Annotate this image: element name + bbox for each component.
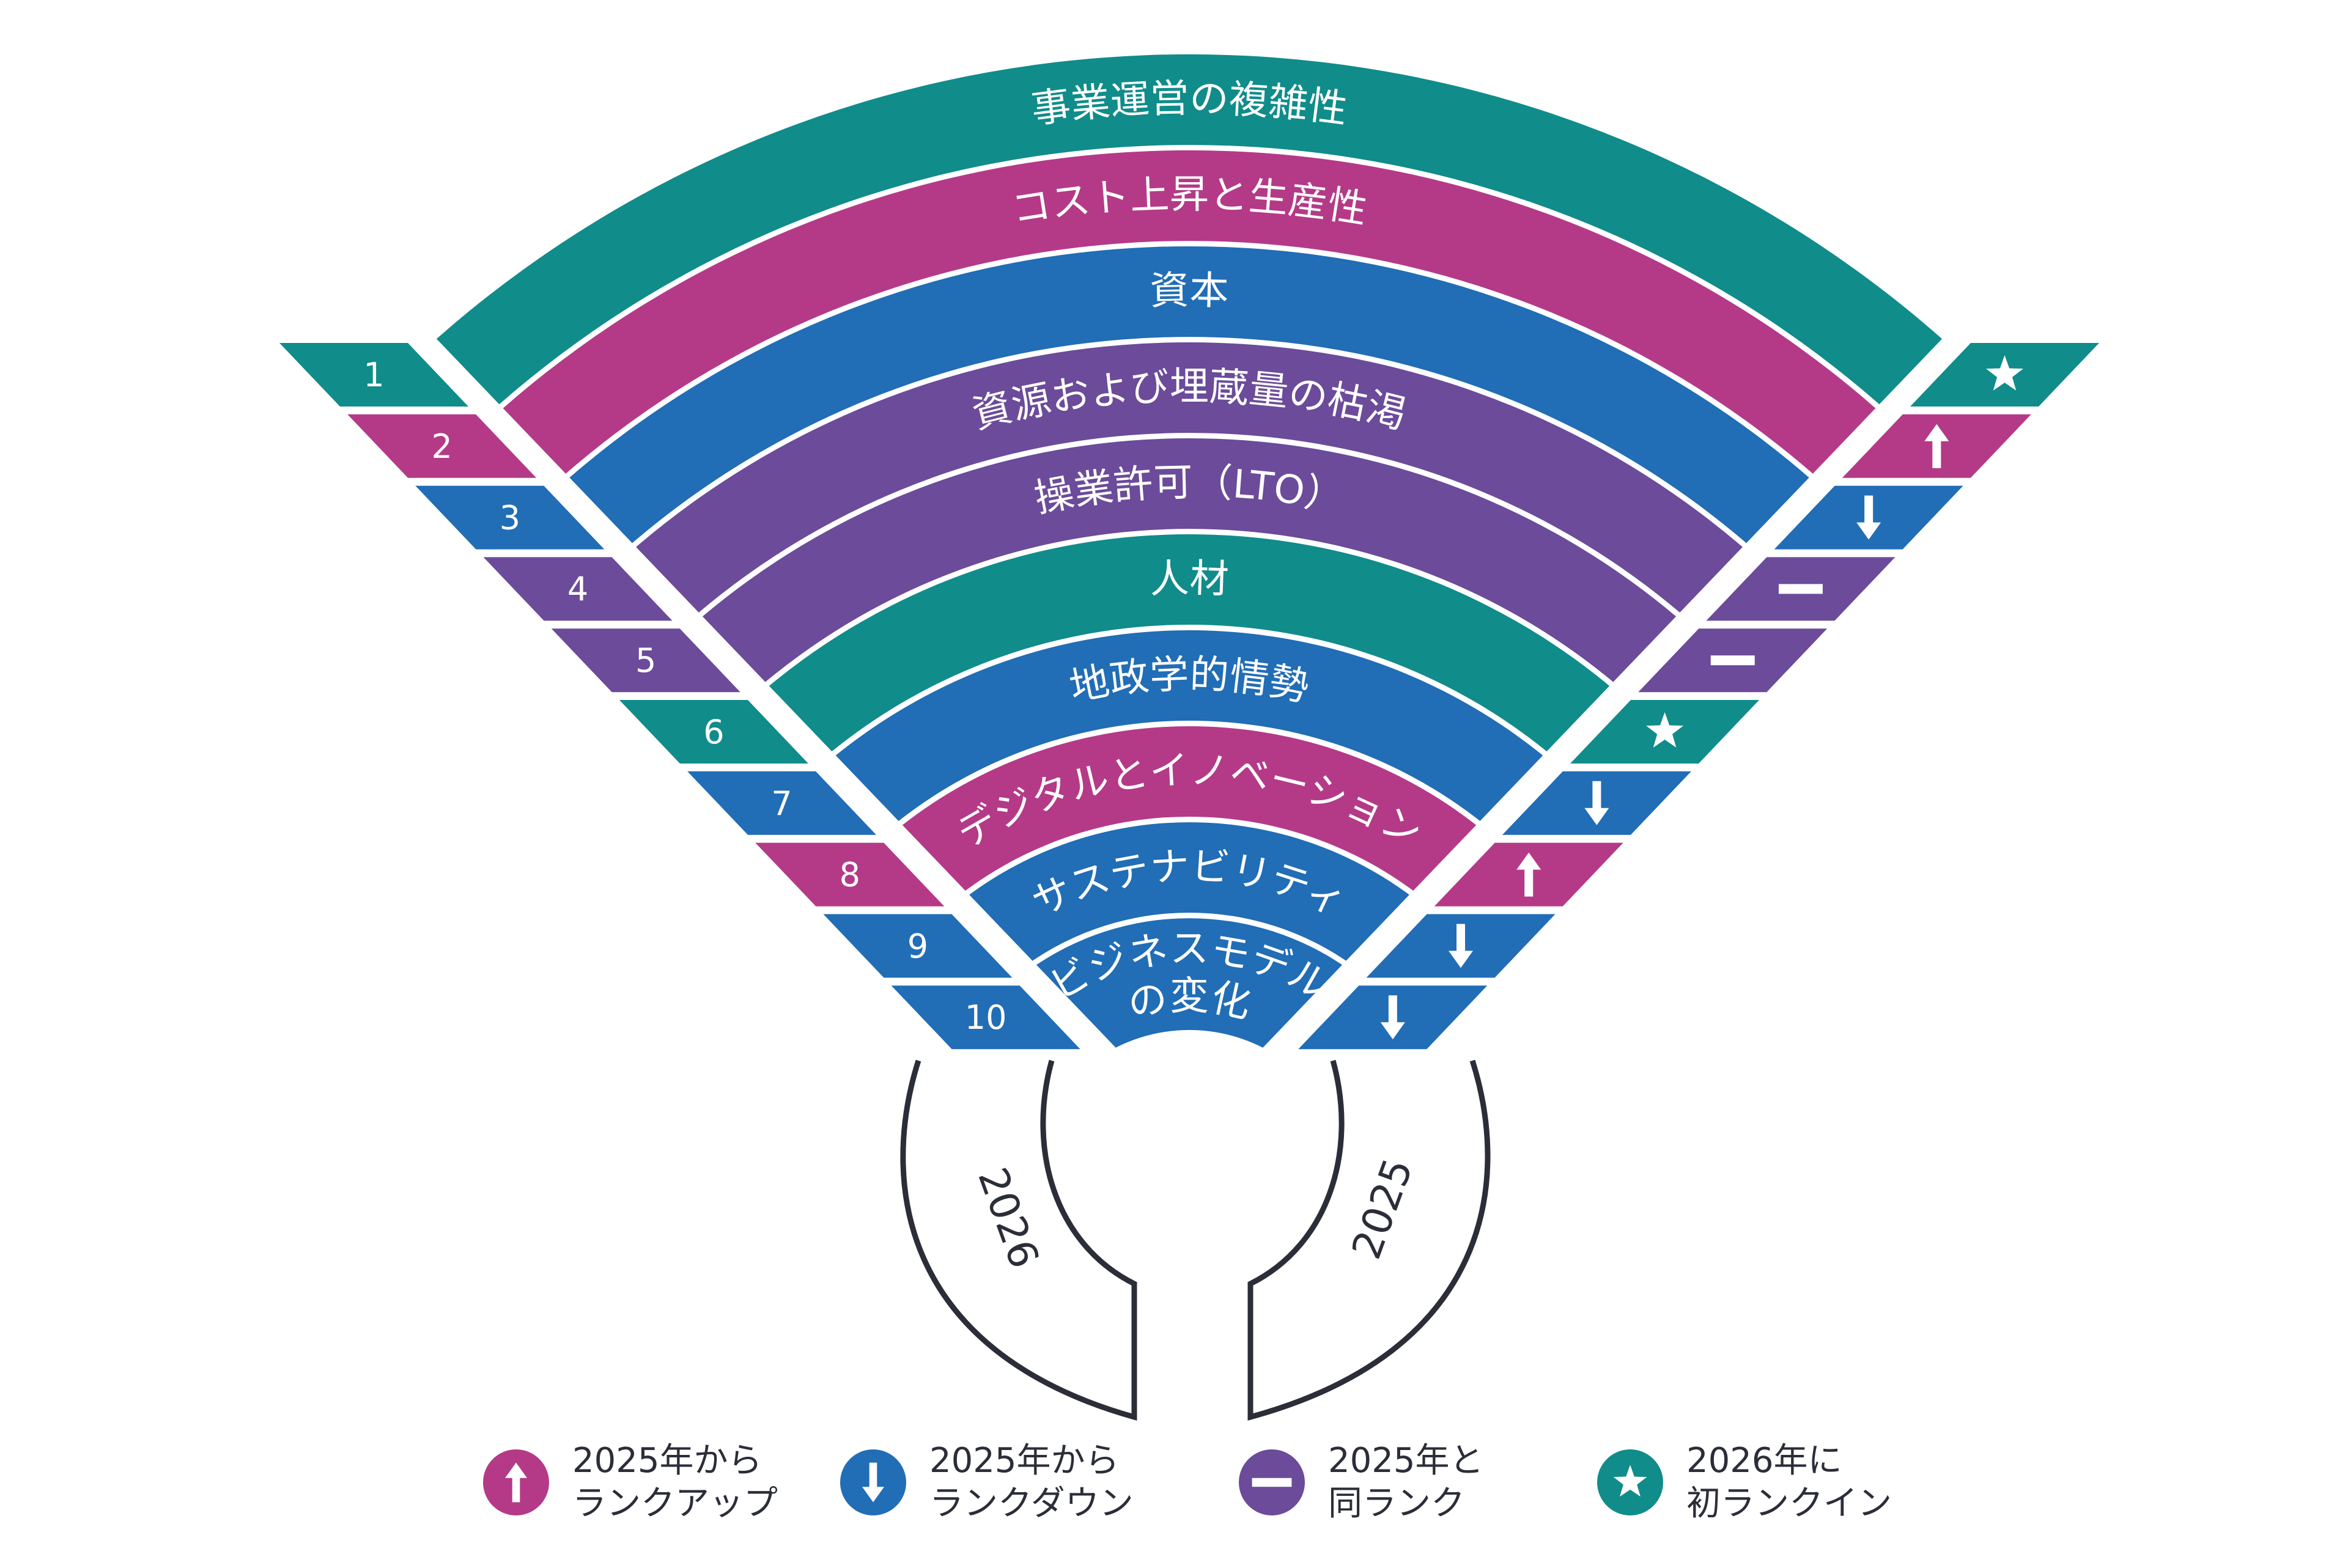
- minus-icon: [1239, 1449, 1305, 1515]
- rank-tab-1: 1: [279, 343, 468, 407]
- legend-label-line2: ランクダウン: [929, 1484, 1134, 1523]
- legend-label-line2: 同ランク: [1328, 1484, 1465, 1523]
- change-tabs-vs-2025: [1298, 343, 2099, 1050]
- risk-band-4: [382, 342, 1996, 953]
- arrow-up-icon: [1924, 424, 1949, 468]
- rank-tab-5: 5: [551, 628, 740, 693]
- legend-label-line1: 2025年から: [929, 1441, 1120, 1481]
- risk-band-6: [564, 534, 1814, 1014]
- star-icon: [1986, 355, 2023, 391]
- rank-number: 3: [500, 499, 520, 537]
- rank-number: 9: [907, 927, 928, 965]
- arrow-up-icon: [1516, 852, 1541, 897]
- rank-number: 5: [635, 641, 656, 680]
- arrow-up-icon: [483, 1449, 549, 1515]
- year-label-2025: 2025: [1343, 1152, 1422, 1265]
- arrow-down-icon: [1449, 924, 1474, 968]
- rank-number: 4: [567, 570, 588, 608]
- arrow-down-icon: [1380, 995, 1405, 1040]
- change-tab-1: [1910, 343, 2099, 407]
- year-ring: 2026 2025: [900, 1059, 1491, 1421]
- risk-label-10: の変化: [1124, 974, 1255, 1027]
- star-icon: [1646, 712, 1683, 748]
- risk-band-8: [747, 726, 1632, 1061]
- rank-number: 7: [771, 784, 792, 823]
- change-tab-4: [1706, 557, 1896, 621]
- rank-tab-9: 9: [823, 914, 1013, 978]
- change-tab-10: [1298, 985, 1488, 1050]
- star-icon: [1597, 1449, 1663, 1515]
- rank-number: 10: [965, 998, 1007, 1037]
- rank-tab-7: 7: [687, 771, 877, 835]
- rank-number: 8: [840, 856, 860, 894]
- change-tab-3: [1774, 485, 1963, 550]
- risk-band-1: [109, 54, 2270, 862]
- legend-label-line2: 初ランクイン: [1686, 1484, 1892, 1523]
- risk-band-5: [473, 438, 1905, 983]
- rank-tab-6: 6: [619, 700, 808, 764]
- risk-band-3: [291, 246, 2088, 922]
- minus-icon: [1710, 655, 1755, 666]
- legend-label-line1: 2025年から: [572, 1441, 762, 1481]
- arrow-down-icon: [1856, 495, 1881, 540]
- minus-icon: [1778, 584, 1823, 594]
- legend: 2025年からランクアップ2025年からランクダウン2025年と同ランク2026…: [483, 1441, 1892, 1523]
- change-tab-8: [1434, 842, 1623, 907]
- year-ring-left-outline: [900, 1059, 1137, 1421]
- arrow-down-icon: [1584, 781, 1609, 825]
- risk-band-2: [200, 150, 2179, 893]
- rank-tab-10: 10: [891, 985, 1080, 1050]
- change-tab-2: [1842, 414, 2031, 478]
- arrow-down-icon: [840, 1449, 906, 1515]
- rank-number: 2: [432, 427, 452, 466]
- legend-label-line2: ランクアップ: [572, 1484, 778, 1523]
- rank-number: 6: [703, 713, 724, 751]
- rank-tab-2: 2: [347, 414, 537, 478]
- rank-tab-8: 8: [755, 842, 945, 907]
- legend-label-line1: 2026年に: [1686, 1441, 1842, 1481]
- risk-band-10: [929, 918, 1450, 1061]
- risk-band-9: [838, 822, 1541, 1061]
- change-tab-6: [1570, 700, 1760, 764]
- change-tab-5: [1638, 628, 1828, 693]
- rank-number: 1: [363, 356, 384, 394]
- risk-bands: [109, 54, 2270, 1061]
- change-tab-9: [1366, 914, 1556, 978]
- risk-band-7: [655, 630, 1723, 1043]
- rank-tab-4: 4: [483, 557, 673, 621]
- rank-tab-3: 3: [415, 485, 605, 550]
- rank-tabs-2026: 1 2 3 4 5 6 7 8 9 10: [279, 343, 1080, 1050]
- year-ring-right-outline: [1247, 1059, 1491, 1421]
- change-tab-7: [1502, 771, 1691, 835]
- year-label-2026: 2026: [969, 1161, 1048, 1274]
- legend-label-line1: 2025年と: [1328, 1441, 1484, 1481]
